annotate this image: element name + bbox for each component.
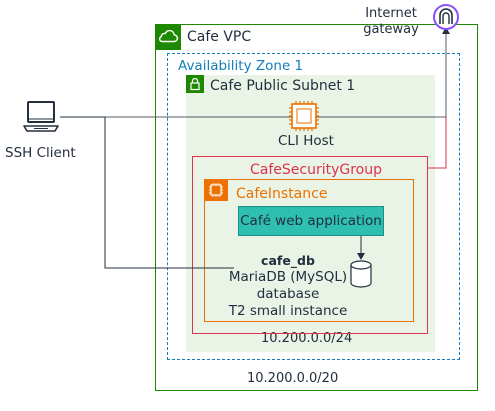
database-arrowhead [357,253,365,260]
vpc-label: Cafe VPC [187,29,252,45]
subnet-icon-box [186,75,204,93]
instance-icon-box [204,179,228,201]
database-kind: database [256,286,320,302]
ec2-chip-icon [209,183,223,197]
instance-boundary [204,179,414,322]
internet-gateway-label-line2: gateway [363,22,419,37]
database-size: T2 small instance [228,303,348,319]
security-group-boundary [192,156,428,334]
database-engine: MariaDB (MySQL) [228,269,348,285]
subnet-label: Cafe Public Subnet 1 [210,78,356,94]
security-group-label: CafeSecurityGroup [250,162,383,178]
ssh-client-label: SSH Client [5,145,76,161]
subnet-lock-icon [190,77,200,91]
vpc-cloud-icon [159,29,179,43]
internet-gateway-icon [433,4,459,30]
igw-arrowhead [442,27,450,34]
vpc-cidr: 10.200.0.0/20 [247,371,339,386]
security-group-to-igw-connector [428,117,447,169]
availability-zone-label: Availability Zone 1 [178,58,304,74]
vpc-boundary [155,24,478,391]
ssh-to-cli-host-connector [60,32,447,118]
internet-gateway-label: Internet gateway [362,6,420,38]
ssh-to-database-connector [60,116,234,269]
cli-host-label: CLI Host [278,133,334,149]
web-app-box: Café web application [238,206,384,236]
web-app-label: Café web application [240,213,382,229]
instance-label: CafeInstance [236,186,328,202]
availability-zone-boundary [167,53,460,360]
client-computer-icon [23,101,59,132]
database-name: cafe_db [261,253,315,268]
internet-gateway-label-line1: Internet [365,6,417,21]
database-text: cafe_db MariaDB (MySQL) database T2 smal… [226,252,350,320]
vpc-icon-box [155,24,181,50]
subnet-cidr: 10.200.0.0/24 [261,331,353,346]
database-cylinder-icon [350,260,372,288]
cli-host-chip-icon [289,101,319,131]
